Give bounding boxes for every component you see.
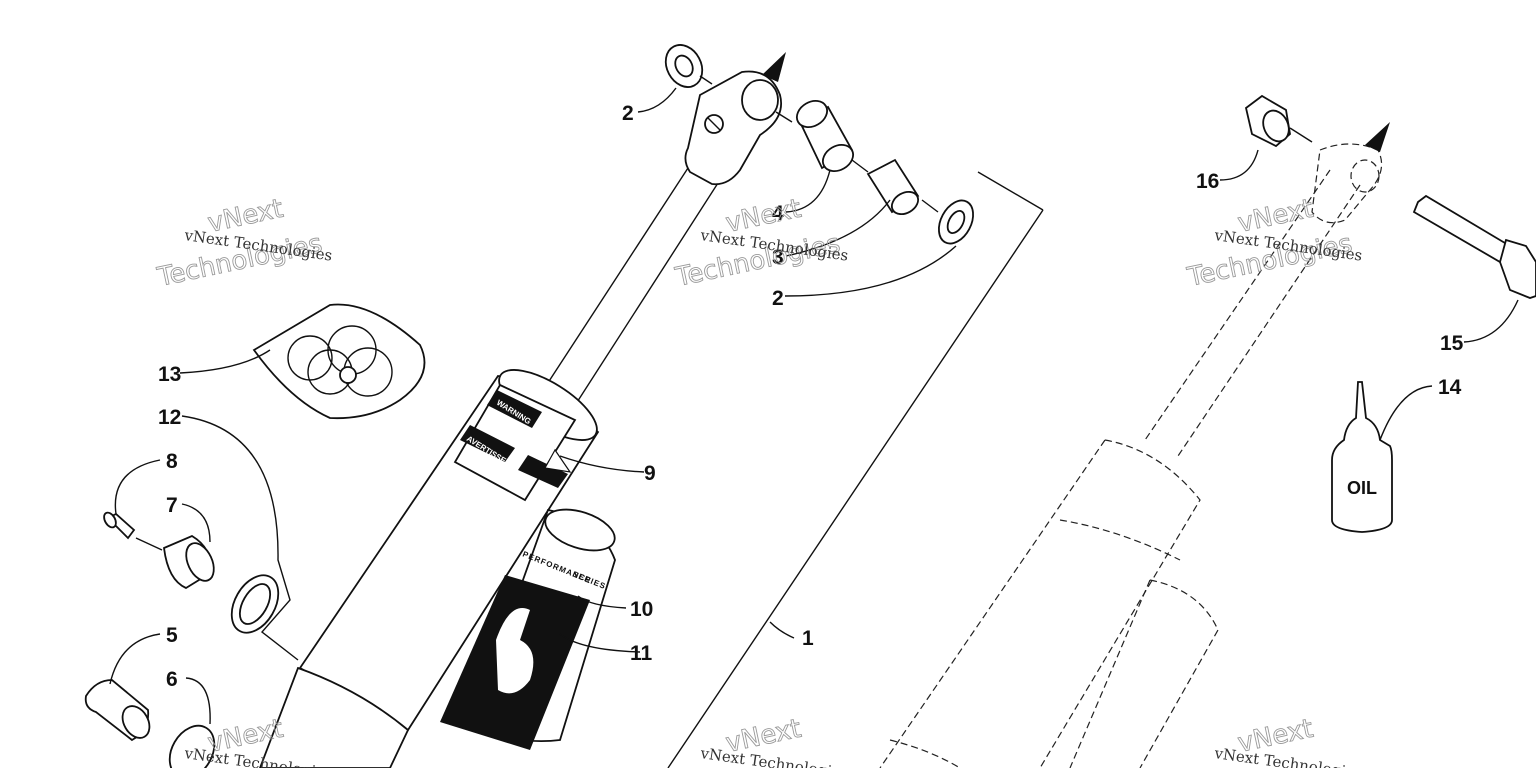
callout-13: 13 <box>158 363 181 386</box>
callout-leaders <box>109 87 1519 725</box>
part-6-washer <box>168 724 216 768</box>
part-15-bolt <box>1412 194 1536 299</box>
part-8-screw <box>103 511 136 540</box>
callout-1: 1 <box>802 627 814 650</box>
callout-6: 6 <box>166 668 178 691</box>
oil-bottle-label: OIL <box>1347 478 1377 498</box>
part-16-nut <box>1244 94 1291 148</box>
part-3-spacer <box>866 158 920 216</box>
part-14-oil-bottle: OIL <box>1331 381 1393 533</box>
watermark-1: vNext Technologies vNext Technologies <box>154 193 334 293</box>
callout-10: 10 <box>630 598 653 621</box>
lower-mount <box>259 666 410 768</box>
callout-9: 9 <box>644 462 656 485</box>
part-2-lower-washer <box>938 199 974 245</box>
callout-labels: 1 2 2 4 3 5 6 7 8 9 10 11 12 13 14 15 16 <box>158 102 1464 691</box>
part-5-bushing <box>84 679 151 742</box>
part-13-seal-kit <box>252 303 426 420</box>
callout-16: 16 <box>1196 170 1219 193</box>
callout-2-upper: 2 <box>622 102 634 125</box>
watermark-3: vNext Technologies vNext Technologies <box>1184 193 1364 293</box>
callout-8: 8 <box>166 450 178 473</box>
callout-3: 3 <box>772 246 784 269</box>
hardware-parts <box>84 44 974 768</box>
part-7-adjuster-knob <box>163 534 215 590</box>
warning-decal: WARNING AVERTISSEMENT <box>453 383 577 502</box>
shock-body: WARNING AVERTISSEMENT PERFORMANCE SERIES <box>259 369 616 768</box>
watermark-5: vNext vNext Technologies <box>698 713 849 768</box>
part-12-o-ring <box>230 574 280 634</box>
callout-15: 15 <box>1440 332 1464 355</box>
callout-2-lower: 2 <box>772 287 784 310</box>
shock-shaft <box>539 167 719 411</box>
part-4-bushing <box>796 99 854 173</box>
part-1-bracket <box>667 171 1044 768</box>
callout-7: 7 <box>166 494 178 517</box>
upper-eyelet <box>684 52 786 186</box>
callout-11: 11 <box>630 642 653 665</box>
callout-12: 12 <box>158 406 181 429</box>
part-2-upper-washer <box>664 44 704 88</box>
watermark-2: vNext Technologies vNext Technologies <box>672 193 850 293</box>
callout-14: 14 <box>1438 376 1462 399</box>
shock-assembly-right <box>879 122 1390 768</box>
callout-4: 4 <box>772 202 784 225</box>
right-hardware: OIL <box>1244 94 1536 533</box>
watermark-6: vNext vNext Technologies <box>1212 713 1363 768</box>
shock-assembly-left: WARNING AVERTISSEMENT PERFORMANCE SERIES <box>259 52 786 768</box>
callout-5: 5 <box>166 624 178 647</box>
